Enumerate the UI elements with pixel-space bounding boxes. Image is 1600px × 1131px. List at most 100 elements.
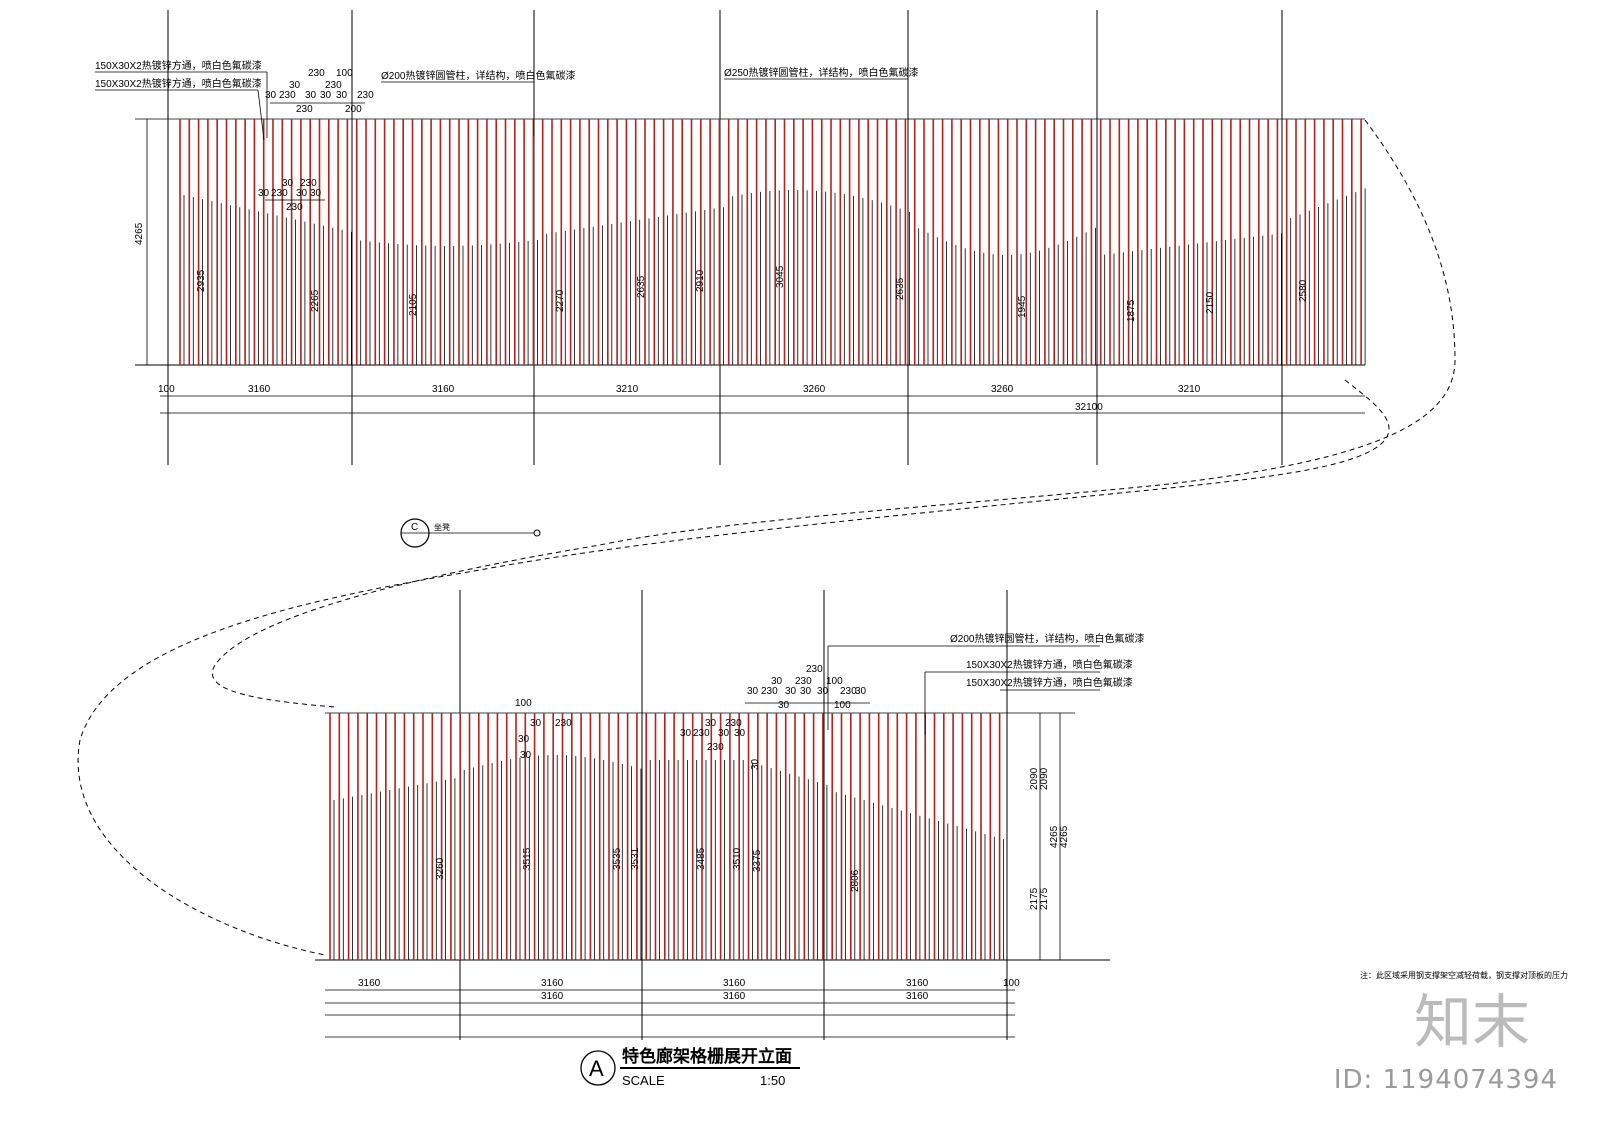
bottom-callouts: Ø200热镀锌圆管柱，详结构，喷白色氟碳漆 150X30X2热镀锌方通，喷白色氟… — [827, 632, 1144, 735]
callout-column-200: Ø200热镀锌圆管柱，详结构，喷白色氟碳漆 — [381, 69, 575, 82]
dim: 230 — [795, 676, 812, 687]
top-height-label: 2265 — [310, 289, 321, 312]
callout-tube-1: 150X30X2热镀锌方通，喷白色氟碳漆 — [95, 59, 262, 72]
top-spacing-dims: 230 100 30 230 30 230 30 30 30 200 230 2… — [258, 68, 374, 213]
callout-tube-1: 150X30X2热镀锌方通，喷白色氟碳漆 — [966, 658, 1133, 671]
dim-width: 3260 — [803, 384, 826, 395]
bottom-width-dims: 3160 3160 3160 3160 100 3160 3160 3160 — [325, 978, 1020, 1038]
dim-230: 230 — [357, 90, 374, 101]
dim: 30 — [855, 686, 867, 697]
dim: 230 — [725, 718, 742, 729]
right-dim: 2175 — [1029, 887, 1040, 910]
dim-30: 30 — [265, 90, 277, 101]
top-height-ticks — [183, 188, 1366, 365]
dim-width: 3160 — [723, 991, 746, 1002]
top-height-label: 2150 — [1205, 291, 1216, 314]
section-marker-c: C 坐凳 — [400, 518, 541, 548]
top-height-label: 1875 — [1126, 299, 1137, 322]
top-height-label: 2580 — [1298, 279, 1309, 302]
dim-30: 30 — [258, 188, 270, 199]
bottom-height-labels: 3260 3515 3535 3531 3485 3510 3375 2806 — [435, 847, 861, 892]
top-height-label: 2635 — [636, 275, 647, 298]
dim: 30 — [734, 728, 746, 739]
dim-30: 30 — [310, 188, 322, 199]
bottom-spacing-dims: 230 30 230 30 230 30 30 30 30 100 230 30… — [515, 664, 870, 770]
top-height-label: 2910 — [695, 269, 706, 292]
title-marker: A — [589, 1056, 604, 1081]
dim-width: 3160 — [723, 978, 746, 989]
watermark-logo: 知末 — [1413, 988, 1530, 1056]
top-grille-bars — [179, 119, 1362, 365]
callout-column-250: Ø250热镀锌圆管柱，详结构，喷白色氟碳漆 — [724, 66, 918, 79]
dim-230: 230 — [286, 202, 303, 213]
design-note: 注：此区域采用钢支撑架空减轻荷载，钢支撑对顶板的压力 — [1360, 970, 1568, 980]
section-letter: C — [411, 522, 418, 533]
dim: 30 — [785, 686, 797, 697]
dim: 30 — [680, 728, 692, 739]
dim-230: 230 — [308, 68, 325, 79]
dim-width: 3160 — [248, 384, 271, 395]
dim-width: 3160 — [541, 991, 564, 1002]
dim: 30 — [718, 728, 730, 739]
bottom-height-label: 3515 — [522, 847, 533, 870]
dim-200: 200 — [345, 104, 362, 115]
dim-width: 3210 — [616, 384, 639, 395]
dim: 230 — [761, 686, 778, 697]
dim-width: 3210 — [1178, 384, 1201, 395]
bottom-height-label: 3260 — [435, 857, 446, 880]
dim: 30 — [778, 700, 790, 711]
watermark-id: ID: 1194074394 — [1333, 1065, 1558, 1095]
dim-width: 100 — [158, 384, 175, 395]
dim-230: 230 — [300, 178, 317, 189]
section-label: 坐凳 — [434, 522, 450, 532]
dim-30: 30 — [305, 90, 317, 101]
dim-230: 230 — [296, 104, 313, 115]
callout-tube-2: 150X30X2热镀锌方通，喷白色氟碳漆 — [95, 77, 262, 90]
right-dim: 4265 — [1049, 825, 1060, 848]
drawing-title: A 特色廊架格栅展开立面 SCALE 1:50 — [580, 1046, 800, 1088]
dim: 30 — [530, 718, 542, 729]
bottom-height-label: 3485 — [696, 847, 707, 870]
title-name: 特色廊架格栅展开立面 — [622, 1046, 792, 1066]
dim-width: 3260 — [991, 384, 1014, 395]
dim-width: 3160 — [358, 978, 381, 989]
right-dim: 4265 — [1059, 825, 1070, 848]
top-height-label: 2935 — [196, 269, 207, 292]
top-height-label: 2270 — [555, 289, 566, 312]
top-height-overall: 4265 — [134, 222, 145, 245]
dim: 30 — [518, 734, 530, 745]
top-panel: 4265 2935 2265 2105 2270 2635 2910 3045 … — [95, 10, 1366, 465]
dim: 230 — [707, 742, 724, 753]
bottom-height-label: 3535 — [612, 847, 623, 870]
dim: 230 — [840, 686, 857, 697]
dim-30: 30 — [289, 80, 301, 91]
dim-230: 230 — [325, 80, 342, 91]
dim: 30 — [771, 676, 783, 687]
dim: 230 — [693, 728, 710, 739]
dim-230: 230 — [279, 90, 296, 101]
bottom-right-dims: 2090 2090 4265 4265 2175 2175 — [1029, 713, 1070, 960]
dim: 230 — [555, 718, 572, 729]
dim-100: 100 — [336, 68, 353, 79]
top-height-label: 2105 — [408, 293, 419, 316]
dim: 230 — [806, 664, 823, 675]
dim-30: 30 — [296, 188, 308, 199]
right-dim: 2090 — [1029, 767, 1040, 790]
bottom-height-ticks — [333, 755, 1004, 960]
title-scale-value: 1:50 — [760, 1073, 785, 1088]
bottom-panel: 3260 3515 3535 3531 3485 3510 3375 2806 … — [315, 590, 1144, 1040]
dim: 30 — [817, 686, 829, 697]
right-dim: 2175 — [1039, 887, 1050, 910]
bottom-height-label: 3375 — [752, 849, 763, 872]
top-width-dims: 100 3160 3160 3210 3260 3260 3210 32100 — [158, 384, 1365, 414]
top-height-label: 3045 — [775, 265, 786, 288]
dim-width: 3160 — [541, 978, 564, 989]
dim-30: 30 — [320, 90, 332, 101]
callout-tube-2: 150X30X2热镀锌方通，喷白色氟碳漆 — [966, 676, 1133, 689]
bottom-grille-bars — [329, 713, 1001, 960]
dim: 100 — [826, 676, 843, 687]
bottom-height-label: 3510 — [732, 847, 743, 870]
callout-column-200: Ø200热镀锌圆管柱，详结构，喷白色氟碳漆 — [950, 632, 1144, 645]
dim: 100 — [515, 698, 532, 709]
